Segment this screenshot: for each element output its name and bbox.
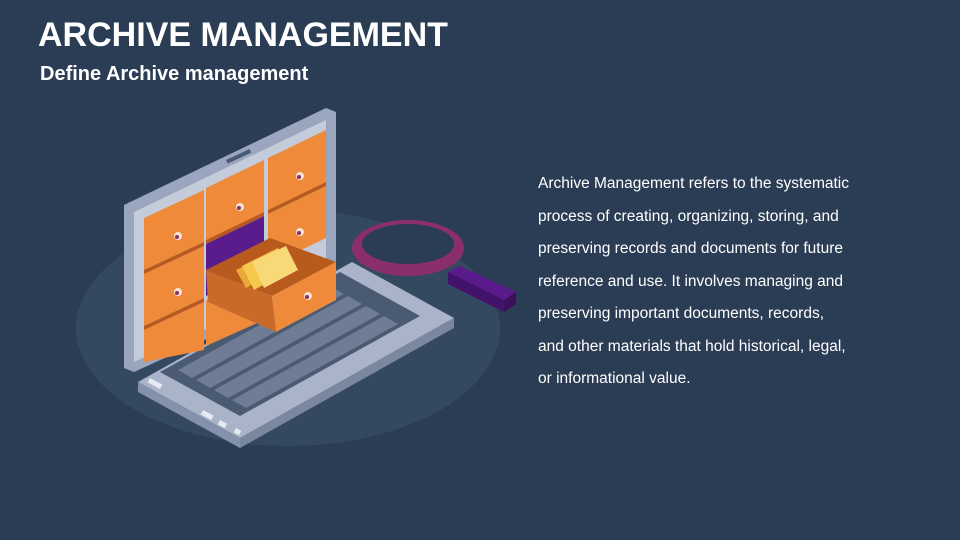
description-line: preserving important documents, records, (538, 305, 825, 322)
description: Archive Management refers to the systema… (538, 168, 898, 396)
description-line: and other materials that hold historical… (538, 337, 846, 355)
folder-icons (236, 246, 298, 290)
magnifier (352, 220, 516, 312)
description-line: reference and use. It involves managing … (538, 272, 844, 290)
drawer-grid (144, 130, 326, 362)
keyboard (160, 272, 420, 416)
slide-title: ARCHIVE MANAGEMENT (38, 16, 448, 54)
description-line: or informational value. (538, 370, 691, 387)
description-line: preserving records and documents for fut… (538, 240, 843, 257)
laptop-base-edge (138, 382, 240, 448)
description-line: Archive Management refers to the systema… (538, 175, 849, 192)
description-line: process of creating, organizing, storing… (538, 207, 839, 225)
laptop-archive-drawers-magnifier-icon (76, 108, 516, 448)
slide-subtitle: Define Archive management (40, 63, 309, 85)
open-drawer (206, 238, 336, 332)
